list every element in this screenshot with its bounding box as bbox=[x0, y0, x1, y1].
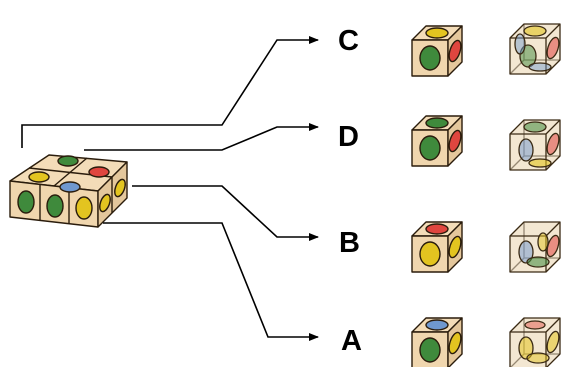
option-cube-d bbox=[411, 115, 463, 167]
block-front-spot-green-2 bbox=[46, 194, 64, 218]
option-label-b: B bbox=[339, 227, 360, 259]
option-label-d: D bbox=[338, 121, 359, 153]
option-cube-c bbox=[411, 25, 463, 77]
block-front-spot-green-1 bbox=[17, 190, 35, 214]
option-cube-b bbox=[411, 221, 463, 273]
transparent-cube-d bbox=[509, 119, 561, 171]
transparent-cube-c bbox=[509, 23, 561, 75]
block-right-spot-yellow-2 bbox=[114, 178, 126, 198]
block-top-spot-red bbox=[88, 166, 110, 178]
assembled-cube-block bbox=[9, 154, 128, 228]
block-top-spot-green bbox=[57, 155, 79, 167]
option-label-a: A bbox=[341, 325, 362, 357]
connector-to-b bbox=[132, 185, 319, 241]
block-top-spot-blue bbox=[59, 181, 81, 193]
block-top-spot-yellow bbox=[28, 171, 50, 183]
option-cube-a bbox=[411, 317, 463, 369]
transparent-cube-b bbox=[509, 221, 561, 273]
option-label-c: C bbox=[338, 25, 359, 57]
transparent-cube-a bbox=[509, 317, 561, 369]
connector-to-a bbox=[103, 222, 319, 341]
block-front-spot-yellow bbox=[75, 196, 93, 220]
block-right-spot-yellow-1 bbox=[99, 193, 111, 213]
connector-to-d bbox=[84, 123, 319, 151]
connector-lines bbox=[21, 36, 319, 341]
connector-to-c bbox=[21, 36, 319, 148]
